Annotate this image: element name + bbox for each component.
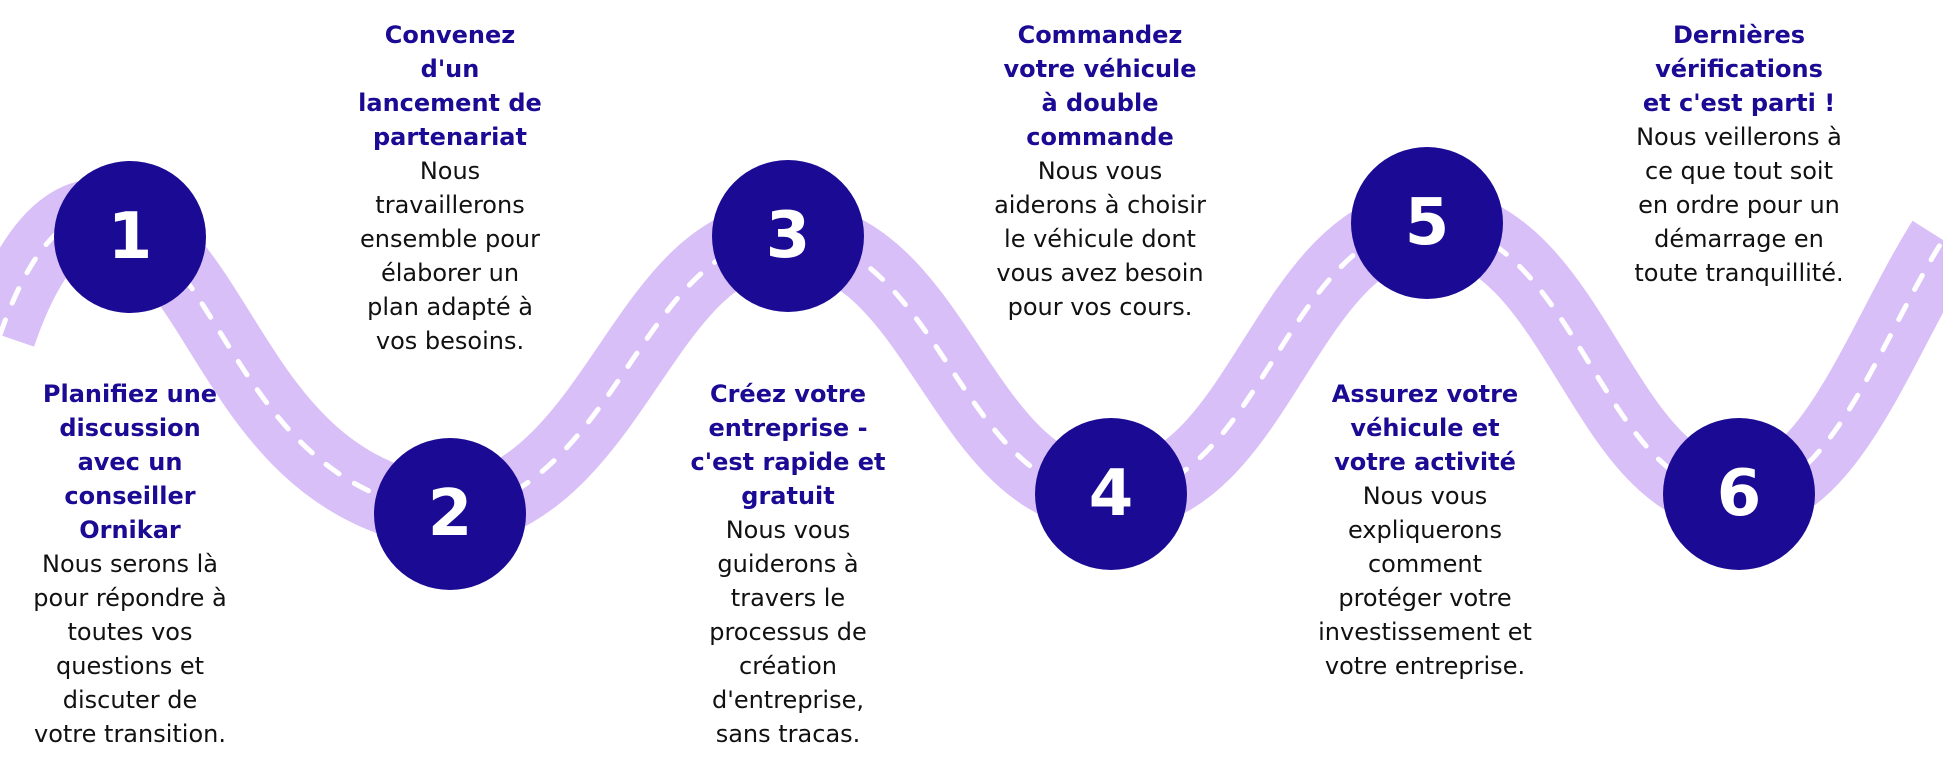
step-2-block: Convenez d'un lancement de partenariat N… (330, 18, 570, 358)
step-4-circle: 4 (1035, 418, 1187, 570)
step-5-text: Nous vous expliquerons comment protéger … (1318, 482, 1532, 680)
step-1-text: Nous serons là pour répondre à toutes vo… (33, 550, 227, 748)
step-1-block: Planifiez une discussion avec un conseil… (10, 377, 250, 751)
step-6-number: 6 (1716, 457, 1762, 531)
step-4-text: Nous vous aiderons à choisir le véhicule… (994, 157, 1206, 321)
step-2-text: Nous travaillerons ensemble pour élabore… (360, 157, 540, 355)
step-1-number: 1 (107, 200, 153, 274)
step-5-number: 5 (1404, 186, 1450, 260)
step-4-number: 4 (1088, 457, 1134, 531)
step-2-title: Convenez d'un lancement de partenariat (358, 21, 542, 151)
step-4-block: Commandez votre véhicule à double comman… (980, 18, 1220, 324)
step-5-block: Assurez votre véhicule et votre activité… (1305, 377, 1545, 683)
road-lane-dashes (0, 212, 1943, 517)
step-6-circle: 6 (1663, 418, 1815, 570)
step-2-circle: 2 (374, 438, 526, 590)
step-3-title: Créez votre entreprise - c'est rapide et… (690, 380, 886, 510)
step-3-number: 3 (765, 199, 811, 273)
step-2-number: 2 (427, 477, 473, 551)
step-6-block: Dernières vérifications et c'est parti !… (1619, 18, 1859, 290)
step-3-circle: 3 (712, 160, 864, 312)
step-5-title: Assurez votre véhicule et votre activité (1331, 380, 1519, 476)
step-6-text: Nous veillerons à ce que tout soit en or… (1634, 123, 1844, 287)
step-3-block: Créez votre entreprise - c'est rapide et… (668, 377, 908, 751)
step-6-title: Dernières vérifications et c'est parti ! (1642, 21, 1836, 117)
step-1-title: Planifiez une discussion avec un conseil… (42, 380, 218, 544)
step-4-title: Commandez votre véhicule à double comman… (1003, 21, 1197, 151)
step-5-circle: 5 (1351, 147, 1503, 299)
step-1-circle: 1 (54, 161, 206, 313)
step-3-text: Nous vous guiderons à travers le process… (709, 516, 867, 748)
